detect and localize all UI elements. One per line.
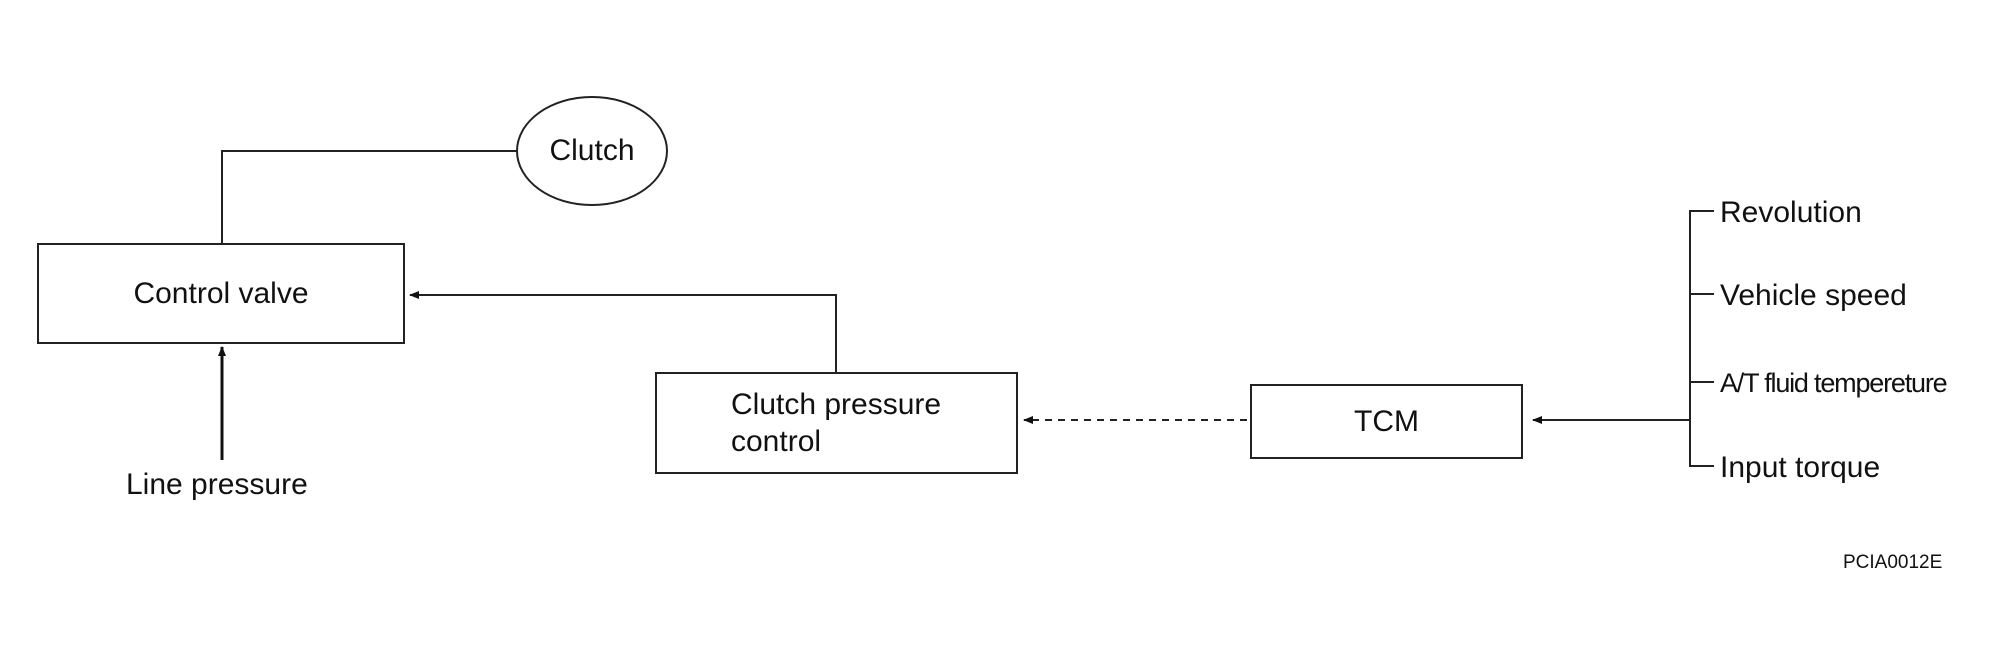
- line-pressure-label: Line pressure: [126, 468, 308, 501]
- input-fluid-temperature: A/T fluid tempereture: [1720, 368, 1948, 398]
- tcm-label: TCM: [1354, 404, 1419, 438]
- clutch-node: Clutch: [516, 96, 668, 206]
- input-revolution: Revolution: [1720, 196, 1862, 229]
- clutch-label: Clutch: [549, 134, 635, 167]
- input-torque: Input torque: [1720, 451, 1881, 484]
- figure-code: PCIA0012E: [1843, 552, 1943, 573]
- clutch-pressure-control-line-2: control: [731, 425, 822, 458]
- valve-to-clutch-line: [221, 150, 518, 243]
- input-vehicle-speed: Vehicle speed: [1720, 279, 1907, 312]
- control-valve-box: Control valve: [37, 243, 405, 344]
- control-valve-label: Control valve: [133, 276, 309, 310]
- tcm-box: TCM: [1250, 384, 1523, 459]
- clutch-pressure-control-box: Clutch pressure control: [655, 372, 1018, 474]
- clutch-pressure-control-line-1: Clutch pressure: [731, 387, 942, 421]
- clutch-pressure-control-label: Clutch pressure control: [731, 386, 941, 461]
- pressure-control-to-valve-arrow: [409, 291, 837, 372]
